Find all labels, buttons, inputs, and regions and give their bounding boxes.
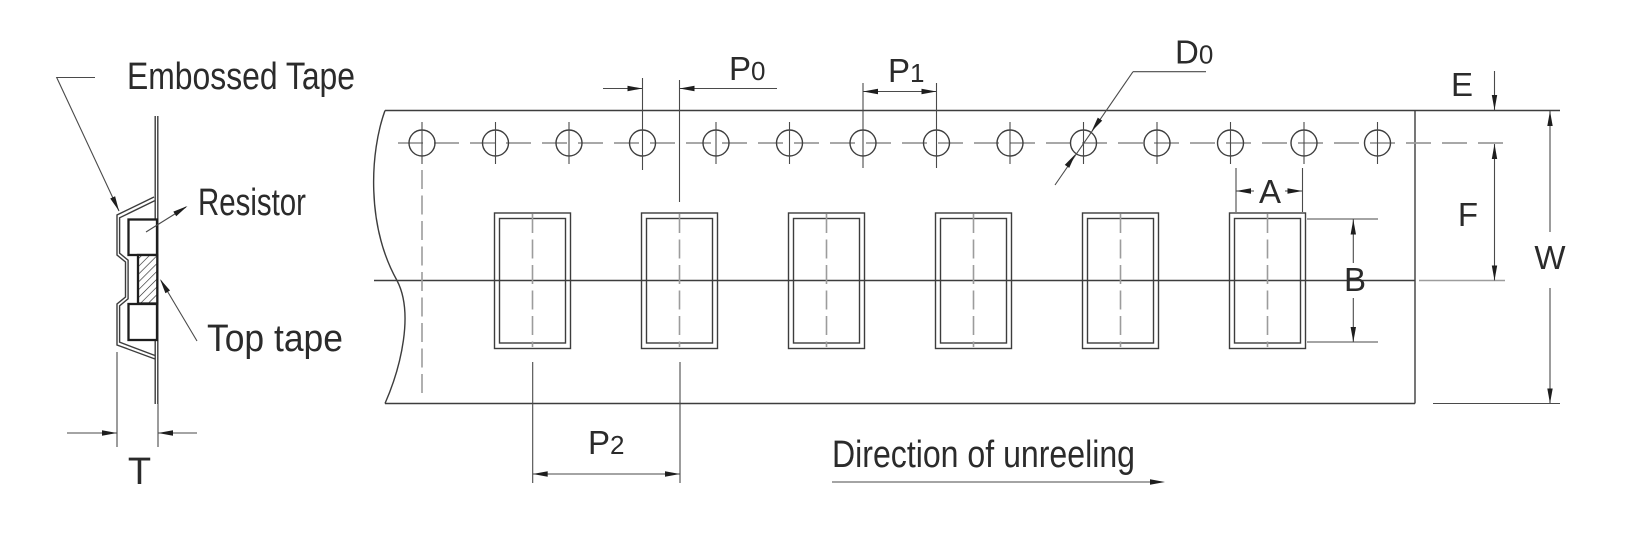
dimension-p2-label: P2 [588, 424, 624, 461]
pocket-outer-rect [787, 212, 866, 350]
dimension-e-label: E [1451, 66, 1473, 103]
d0-arrow-lower [1064, 154, 1076, 168]
d0-arrow-upper [1091, 117, 1103, 132]
emboss-profile-inner [118, 200, 155, 357]
b-arrow-top [1350, 219, 1357, 235]
dimension-w-label: W [1534, 239, 1566, 276]
t-arrow-right [158, 430, 173, 436]
component-pocket [934, 212, 1013, 350]
sprocket-holes [408, 78, 1392, 170]
p1-arrow-left [863, 88, 878, 95]
t-arrow-left [102, 430, 117, 436]
dimension-f-label: F [1458, 196, 1478, 233]
tape-torn-edge [372, 110, 406, 404]
pocket-outer-rect [1228, 212, 1307, 350]
top-tape-label: Top tape [207, 318, 343, 360]
pocket-outer-rect [934, 212, 1013, 350]
top-tape-leader-arrow [160, 279, 171, 294]
p0-arrow-left [627, 85, 643, 92]
embossed-tape-leader-arrow [110, 196, 119, 211]
embossed-tape-leader-line [55, 76, 120, 212]
p2-arrow-left [532, 471, 548, 477]
dimension-a-label: A [1259, 173, 1281, 210]
w-arrow-bottom [1547, 388, 1553, 404]
a-arrow-left [1236, 188, 1251, 194]
t-dimension-label: T [128, 451, 151, 493]
p1-arrow-right [921, 88, 937, 95]
component-pocket [493, 212, 572, 350]
f-arrow-bottom [1491, 265, 1498, 281]
resistor-leader-arrow [173, 206, 188, 217]
e-arrow [1491, 95, 1498, 110]
dimension-p0-label: P0 [729, 50, 765, 87]
p2-arrow-right [665, 471, 680, 477]
pocket-outer-rect [493, 212, 572, 350]
component-pocket [787, 212, 866, 350]
top-view: P0 P1 P2 D0 E F W A B Direction of unree… [102, 34, 1566, 485]
dimension-d0-label: D0 [1175, 34, 1213, 71]
direction-arrowhead [1150, 479, 1165, 485]
w-arrow-top [1547, 111, 1553, 126]
emboss-profile-outer [116, 196, 156, 360]
direction-of-unreeling-label: Direction of unreeling [832, 434, 1135, 476]
dimension-b-label: B [1344, 261, 1366, 298]
component-pockets [493, 212, 1307, 350]
resistor-cross-section [136, 253, 159, 305]
resistor-label: Resistor [198, 182, 306, 224]
component-pocket [1228, 212, 1307, 350]
section-view: Embossed Tape Resistor Top tape T [55, 56, 355, 493]
cavity-lower-section [127, 302, 159, 342]
f-arrow-top [1491, 144, 1498, 159]
dimension-arrowheads [102, 85, 1553, 485]
component-pocket [640, 212, 719, 350]
embossed-tape-label: Embossed Tape [127, 56, 355, 98]
a-arrow-right [1287, 188, 1303, 194]
p0-arrow-right [679, 85, 695, 92]
component-pocket [1081, 212, 1160, 350]
b-arrow-bottom [1350, 327, 1357, 342]
dimension-p1-label: P1 [888, 52, 924, 89]
pocket-outer-rect [1081, 212, 1160, 350]
cavity-upper-section [127, 218, 159, 257]
pocket-outer-rect [640, 212, 719, 350]
